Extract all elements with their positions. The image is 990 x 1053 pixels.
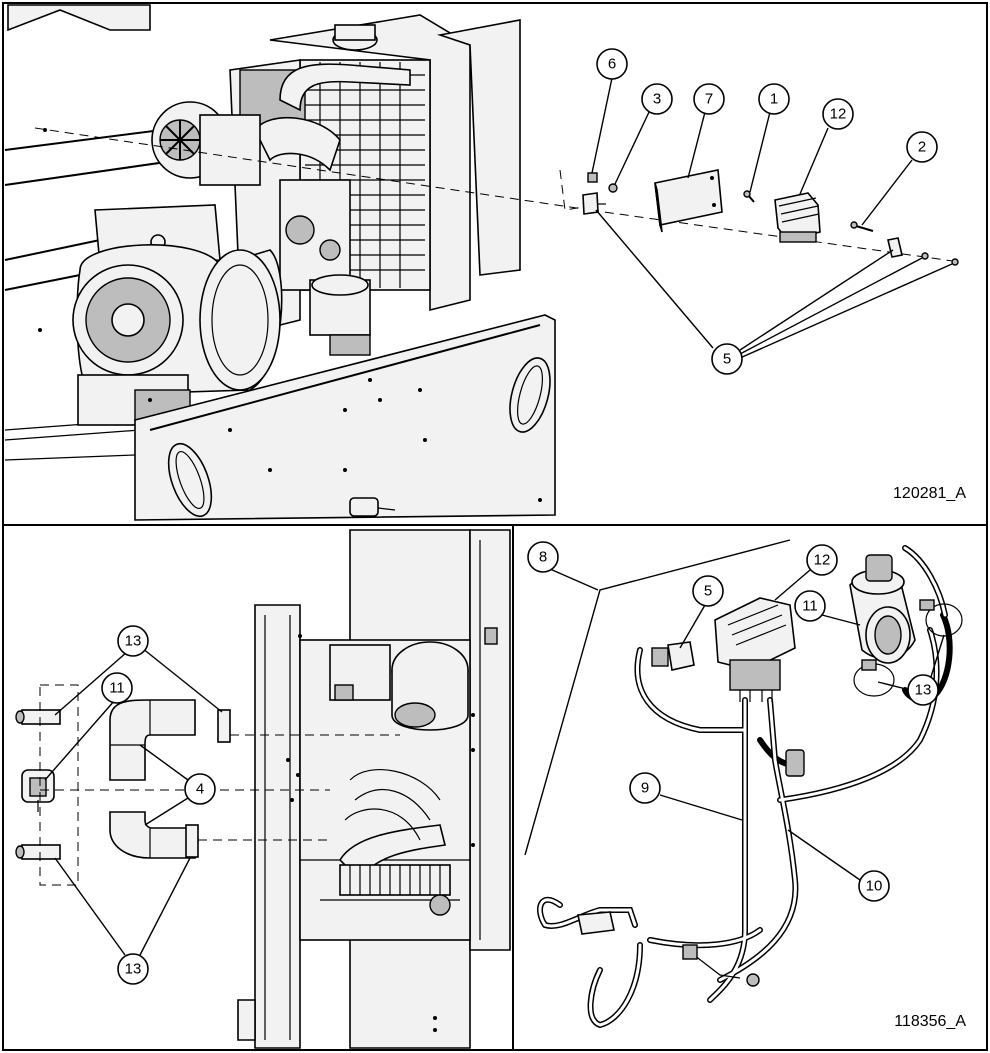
svg-text:5: 5 xyxy=(704,583,712,600)
bottom-right-callouts: 8 12 5 11 13 9 10 xyxy=(527,541,939,902)
callout-13-bottom: 13 xyxy=(117,953,149,985)
callout-7: 7 xyxy=(693,83,725,115)
svg-text:5: 5 xyxy=(723,351,731,368)
svg-text:11: 11 xyxy=(802,598,818,615)
callout-4: 4 xyxy=(184,773,216,805)
svg-text:13: 13 xyxy=(915,682,932,699)
svg-text:12: 12 xyxy=(830,106,847,123)
top-panel-exploded-parts xyxy=(582,169,959,266)
bottom-left-callouts: 13 11 4 13 xyxy=(101,625,216,985)
svg-text:6: 6 xyxy=(608,56,616,73)
svg-text:11: 11 xyxy=(109,680,125,697)
callout-9: 9 xyxy=(629,772,661,804)
svg-text:2: 2 xyxy=(918,139,926,156)
callout-12-harness: 12 xyxy=(806,544,838,576)
bottom-right-harness-illustration xyxy=(524,539,963,1029)
svg-text:1: 1 xyxy=(770,91,778,108)
svg-text:13: 13 xyxy=(125,633,142,650)
bottom-right-leaders xyxy=(549,568,945,881)
top-panel-generator-illustration xyxy=(4,4,961,521)
svg-text:10: 10 xyxy=(866,878,883,895)
top-panel-callouts: 6 3 7 1 12 2 5 xyxy=(596,48,938,375)
callout-13-harness: 13 xyxy=(907,674,939,706)
svg-text:12: 12 xyxy=(814,552,831,569)
top-panel-leaders xyxy=(591,77,953,359)
callout-11-harness: 11 xyxy=(794,590,826,622)
callout-1: 1 xyxy=(758,83,790,115)
bottom-left-illustration xyxy=(15,529,511,1049)
callout-11-left: 11 xyxy=(101,672,133,704)
figure-code-top: 120281_A xyxy=(893,485,966,502)
callout-13-top: 13 xyxy=(117,625,149,657)
bottom-left-leaders xyxy=(44,647,223,956)
callout-2: 2 xyxy=(906,131,938,163)
svg-text:13: 13 xyxy=(125,961,142,978)
callout-3: 3 xyxy=(641,83,673,115)
svg-text:9: 9 xyxy=(641,780,649,797)
callout-5: 5 xyxy=(711,343,743,375)
callout-10: 10 xyxy=(858,870,890,902)
callout-12: 12 xyxy=(822,98,854,130)
figure-code-bottom-right: 118356_A xyxy=(894,1013,966,1030)
svg-text:8: 8 xyxy=(539,549,547,566)
callout-8: 8 xyxy=(527,541,559,573)
svg-text:7: 7 xyxy=(705,91,713,108)
callout-6: 6 xyxy=(596,48,628,80)
svg-text:3: 3 xyxy=(653,91,661,108)
callout-5-harness: 5 xyxy=(692,575,724,607)
svg-text:4: 4 xyxy=(196,781,204,798)
